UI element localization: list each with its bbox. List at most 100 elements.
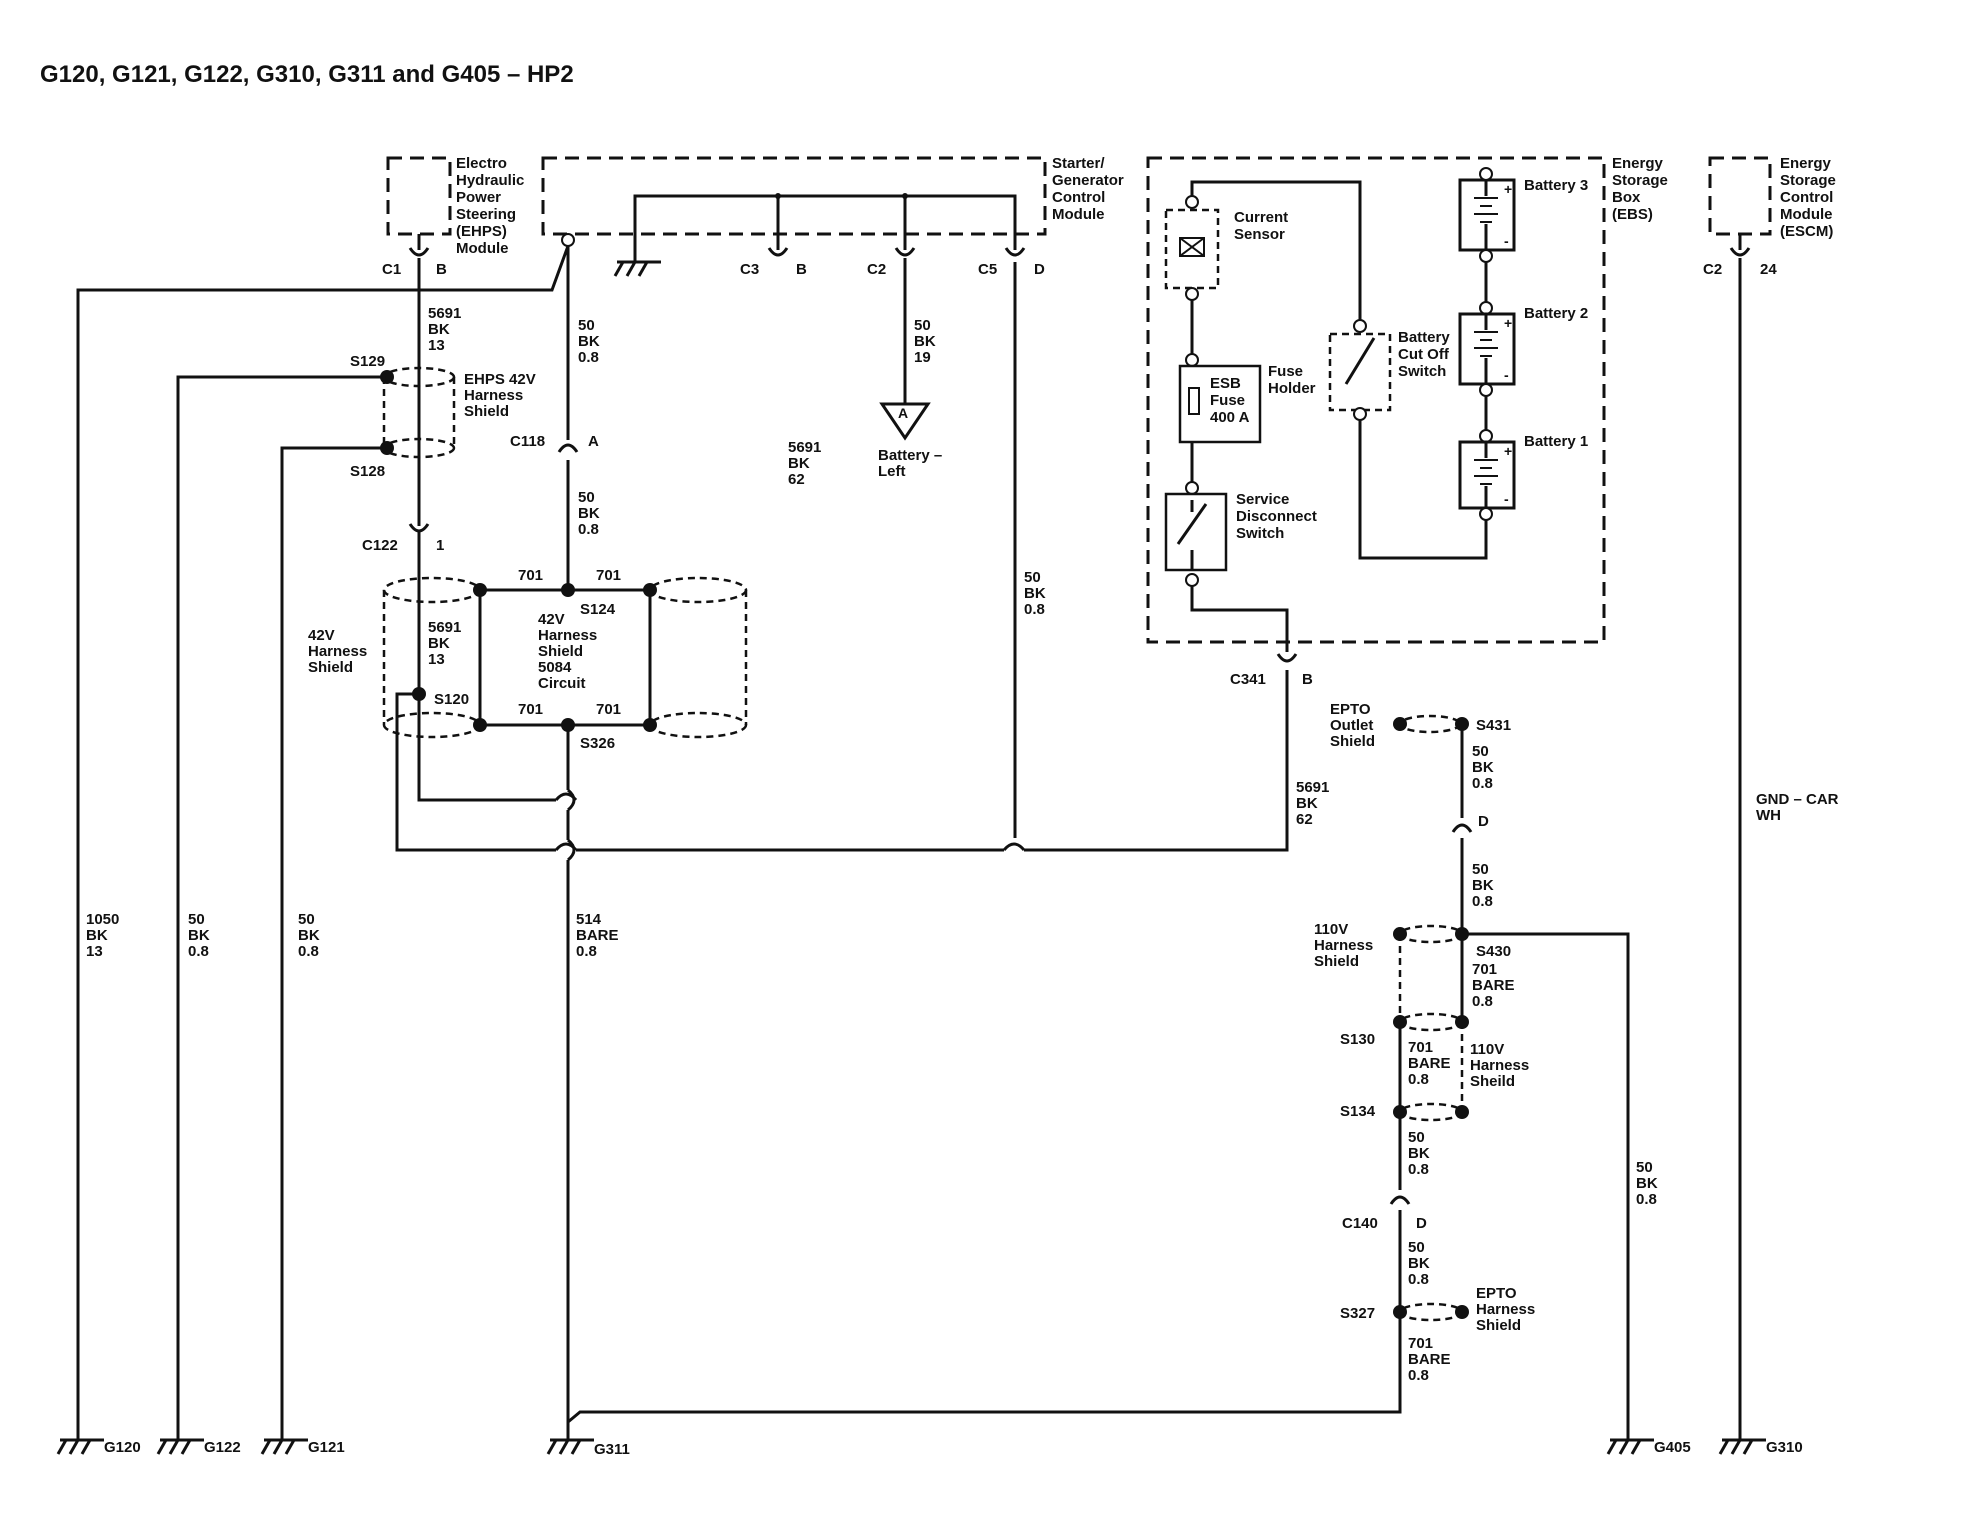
battery-cutoff-label-2: Cut Off xyxy=(1398,346,1450,363)
wire-s120-c3 xyxy=(417,694,556,802)
svg-text:Shield: Shield xyxy=(538,643,583,660)
connector-c341-label: C341 xyxy=(1230,671,1266,688)
splice-s128-label: S128 xyxy=(350,463,385,480)
wire-label-50-c5: 50 BK 0.8 xyxy=(1024,569,1046,618)
svg-text:Harness: Harness xyxy=(1314,937,1373,954)
ebs-label-3: Box xyxy=(1612,189,1641,206)
ground-g310-icon xyxy=(1718,1438,1768,1456)
svg-text:50: 50 xyxy=(1408,1129,1425,1146)
connector-c2-sgcm-label: C2 xyxy=(867,261,886,278)
svg-text:50: 50 xyxy=(1408,1239,1425,1256)
battery-left-label: Battery – Left xyxy=(878,447,942,480)
svg-text:Circuit: Circuit xyxy=(538,675,586,692)
svg-text:5691: 5691 xyxy=(1296,779,1329,796)
ground-g120-icon xyxy=(56,1438,106,1456)
wire-label-701-s327: 701 BARE 0.8 xyxy=(1408,1335,1451,1384)
wire-label-701-c: 701 xyxy=(518,701,543,718)
current-sensor-label-2: Sensor xyxy=(1234,226,1285,243)
esb-fuse-label-3: 400 A xyxy=(1210,409,1250,426)
svg-text:13: 13 xyxy=(86,943,103,960)
battery-3-label: Battery 3 xyxy=(1524,177,1588,194)
wire-50-g121 xyxy=(280,446,387,1440)
ground-g122: G122 xyxy=(156,1438,241,1456)
ehps-module-label-1: Electro xyxy=(456,155,507,172)
shield-ehps-42v xyxy=(382,366,456,459)
svg-text:Sheild: Sheild xyxy=(1470,1073,1515,1090)
wire-701-g311 xyxy=(567,1306,1402,1424)
connector-epto-d: D xyxy=(1451,813,1489,850)
svg-text:EPTO: EPTO xyxy=(1476,1285,1517,1302)
connector-c1-label: C1 xyxy=(382,261,401,278)
shield-label-42v-center: 42V Harness Shield 5084 Circuit xyxy=(538,611,597,692)
ground-g121: G121 xyxy=(260,1438,345,1456)
connector-c118: C118 A xyxy=(510,433,599,472)
connector-c122-pin: 1 xyxy=(436,537,444,554)
splice-s124-label: S124 xyxy=(580,601,616,618)
sgcm-label-1: Starter/ xyxy=(1052,155,1105,172)
wire-label-gnd-car: GND – CAR WH xyxy=(1756,791,1839,824)
connector-c140-pin: D xyxy=(1416,1215,1427,1232)
wire-label-50-s431: 50 BK 0.8 xyxy=(1472,743,1494,792)
svg-text:EPTO: EPTO xyxy=(1330,701,1371,718)
sgcm-label-4: Module xyxy=(1052,206,1105,223)
svg-text:Harness: Harness xyxy=(538,627,597,644)
escm-label-2: Storage xyxy=(1780,172,1836,189)
connector-c122: C122 1 xyxy=(362,516,444,554)
shield-epto-harness xyxy=(1398,1302,1464,1322)
wire-label-701-s430: 701 BARE 0.8 xyxy=(1472,961,1515,1010)
escm-label-1: Energy xyxy=(1780,155,1832,172)
connector-c118-label: C118 xyxy=(510,433,545,450)
splice-s134-label: S134 xyxy=(1340,1103,1376,1120)
wire-label-5691-13-mid: 5691 BK 13 xyxy=(428,619,461,668)
svg-text:EHPS 42V: EHPS 42V xyxy=(464,371,536,388)
splice-s327 xyxy=(1393,1305,1407,1319)
page-title: G120, G121, G122, G310, G311 and G405 – … xyxy=(40,61,574,88)
svg-text:0.8: 0.8 xyxy=(578,349,599,366)
sgcm-label-3: Control xyxy=(1052,189,1105,206)
esb-fuse-label-1: ESB xyxy=(1210,375,1241,392)
starter-generator-control-module: Starter/ Generator Control Module xyxy=(541,155,1124,278)
svg-text:50: 50 xyxy=(188,911,205,928)
escm-label-5: (ESCM) xyxy=(1780,223,1833,240)
ground-g120: G120 xyxy=(56,1438,141,1456)
esb-fuse-label-2: Fuse xyxy=(1210,392,1245,409)
ebs-label-4: (EBS) xyxy=(1612,206,1653,223)
wire-label-50-c118-top: 50 BK 0.8 xyxy=(578,317,600,366)
ehps-module: Electro Hydraulic Power Steering (EHPS) … xyxy=(386,155,524,257)
svg-text:+: + xyxy=(1504,181,1512,197)
splice-s129-label: S129 xyxy=(350,353,385,370)
shield-label-110v-left: 110V Harness Shield xyxy=(1314,921,1373,970)
svg-text:13: 13 xyxy=(428,651,445,668)
connector-c341: C341 B xyxy=(1230,653,1313,688)
svg-text:Shield: Shield xyxy=(1330,733,1375,750)
svg-text:Left: Left xyxy=(878,463,906,480)
svg-text:62: 62 xyxy=(1296,811,1313,828)
shield-label-110v-right: 110V Harness Sheild xyxy=(1470,1041,1529,1090)
connector-c1-pin: B xyxy=(436,261,447,278)
svg-text:BK: BK xyxy=(428,321,450,338)
svg-text:BK: BK xyxy=(1472,877,1494,894)
svg-text:Harness: Harness xyxy=(464,387,523,404)
ehps-module-label-4: Steering xyxy=(456,206,516,223)
ehps-module-label-6: Module xyxy=(456,240,509,257)
svg-text:50: 50 xyxy=(1024,569,1041,586)
battery-1: + - Battery 1 xyxy=(1458,433,1588,510)
ehps-module-label-3: Power xyxy=(456,189,501,206)
svg-text:Shield: Shield xyxy=(1314,953,1359,970)
connector-c3: C3 B xyxy=(740,234,807,278)
svg-text:-: - xyxy=(1504,233,1509,249)
svg-text:0.8: 0.8 xyxy=(1472,775,1493,792)
connector-c122-label: C122 xyxy=(362,537,398,554)
svg-text:-: - xyxy=(1504,491,1509,507)
wire-label-50-s430-top: 50 BK 0.8 xyxy=(1472,861,1494,910)
ehps-module-label-2: Hydraulic xyxy=(456,172,524,189)
wire-label-5691-13-top: 5691 BK 13 xyxy=(428,305,461,354)
fuse-holder-label-1: Fuse xyxy=(1268,363,1303,380)
battery-1-label: Battery 1 xyxy=(1524,433,1588,450)
svg-text:0.8: 0.8 xyxy=(1472,993,1493,1010)
svg-text:0.8: 0.8 xyxy=(576,943,597,960)
svg-text:BK: BK xyxy=(428,635,450,652)
splice-s124 xyxy=(561,583,575,597)
svg-text:1050: 1050 xyxy=(86,911,119,928)
svg-text:62: 62 xyxy=(788,471,805,488)
